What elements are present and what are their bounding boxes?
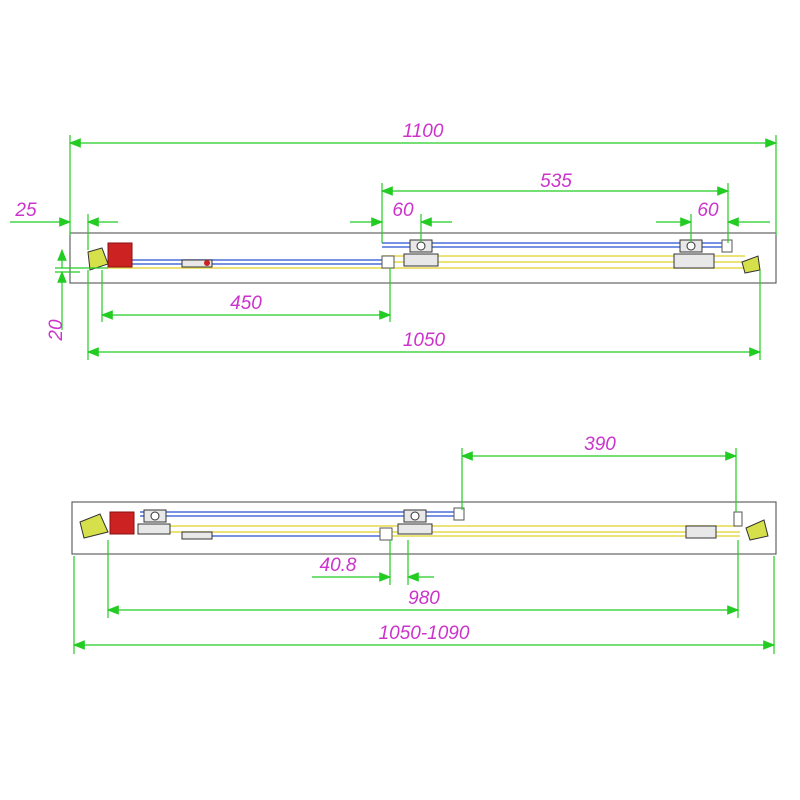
bottom-glass-a-bumper: [453, 507, 465, 521]
bottom-frame-outline: [71, 501, 777, 555]
bottom-roller-left-icon: [137, 509, 171, 535]
dim-label-panel-width: 450: [230, 293, 262, 314]
dim-label-sliding-span: 535: [540, 171, 572, 192]
bottom-stopper-icon: [181, 531, 213, 540]
bottom-left-wall-profile: [109, 511, 135, 535]
dim-label-overlap: 40.8: [320, 555, 357, 576]
top-right-bumper: [721, 239, 733, 253]
top-stopper-dot: [204, 260, 210, 266]
top-left-handle-icon: [87, 247, 109, 271]
dim-label-left-offset: 25: [14, 200, 37, 221]
dim-label-roller-right: 60: [697, 200, 719, 221]
top-right-handle-icon: [741, 255, 761, 274]
top-stopper-icon: [181, 259, 213, 268]
dim-label-inner-width: 1050: [403, 330, 446, 351]
top-frame-outline: [69, 232, 777, 284]
bottom-roller-right-icon: [397, 509, 433, 535]
top-roller-left-icon: [403, 239, 439, 267]
dim-label-roller-left: 60: [392, 200, 414, 221]
bottom-left-handle-icon: [79, 513, 109, 539]
top-panel-end-cap: [381, 255, 395, 269]
bottom-panel-end-cap: [379, 527, 393, 541]
dim-label-depth: 20: [46, 319, 67, 342]
top-roller-right-icon: [673, 239, 715, 269]
dim-label-overall-width: 1100: [403, 121, 444, 142]
dim-label-adjustment-range: 1050-1090: [379, 623, 470, 644]
dim-label-glass-width: 980: [408, 588, 440, 609]
bottom-handle-block-icon: [685, 525, 717, 539]
dim-label-opening: 390: [584, 434, 616, 455]
bottom-view: 390 40.8 980 1050-1090: [71, 434, 777, 654]
top-view: 1100 535 25 60 60 450 20: [10, 121, 778, 360]
bottom-right-bumper: [733, 511, 743, 527]
bottom-right-handle-icon: [745, 519, 769, 541]
top-left-wall-profile: [107, 242, 133, 268]
